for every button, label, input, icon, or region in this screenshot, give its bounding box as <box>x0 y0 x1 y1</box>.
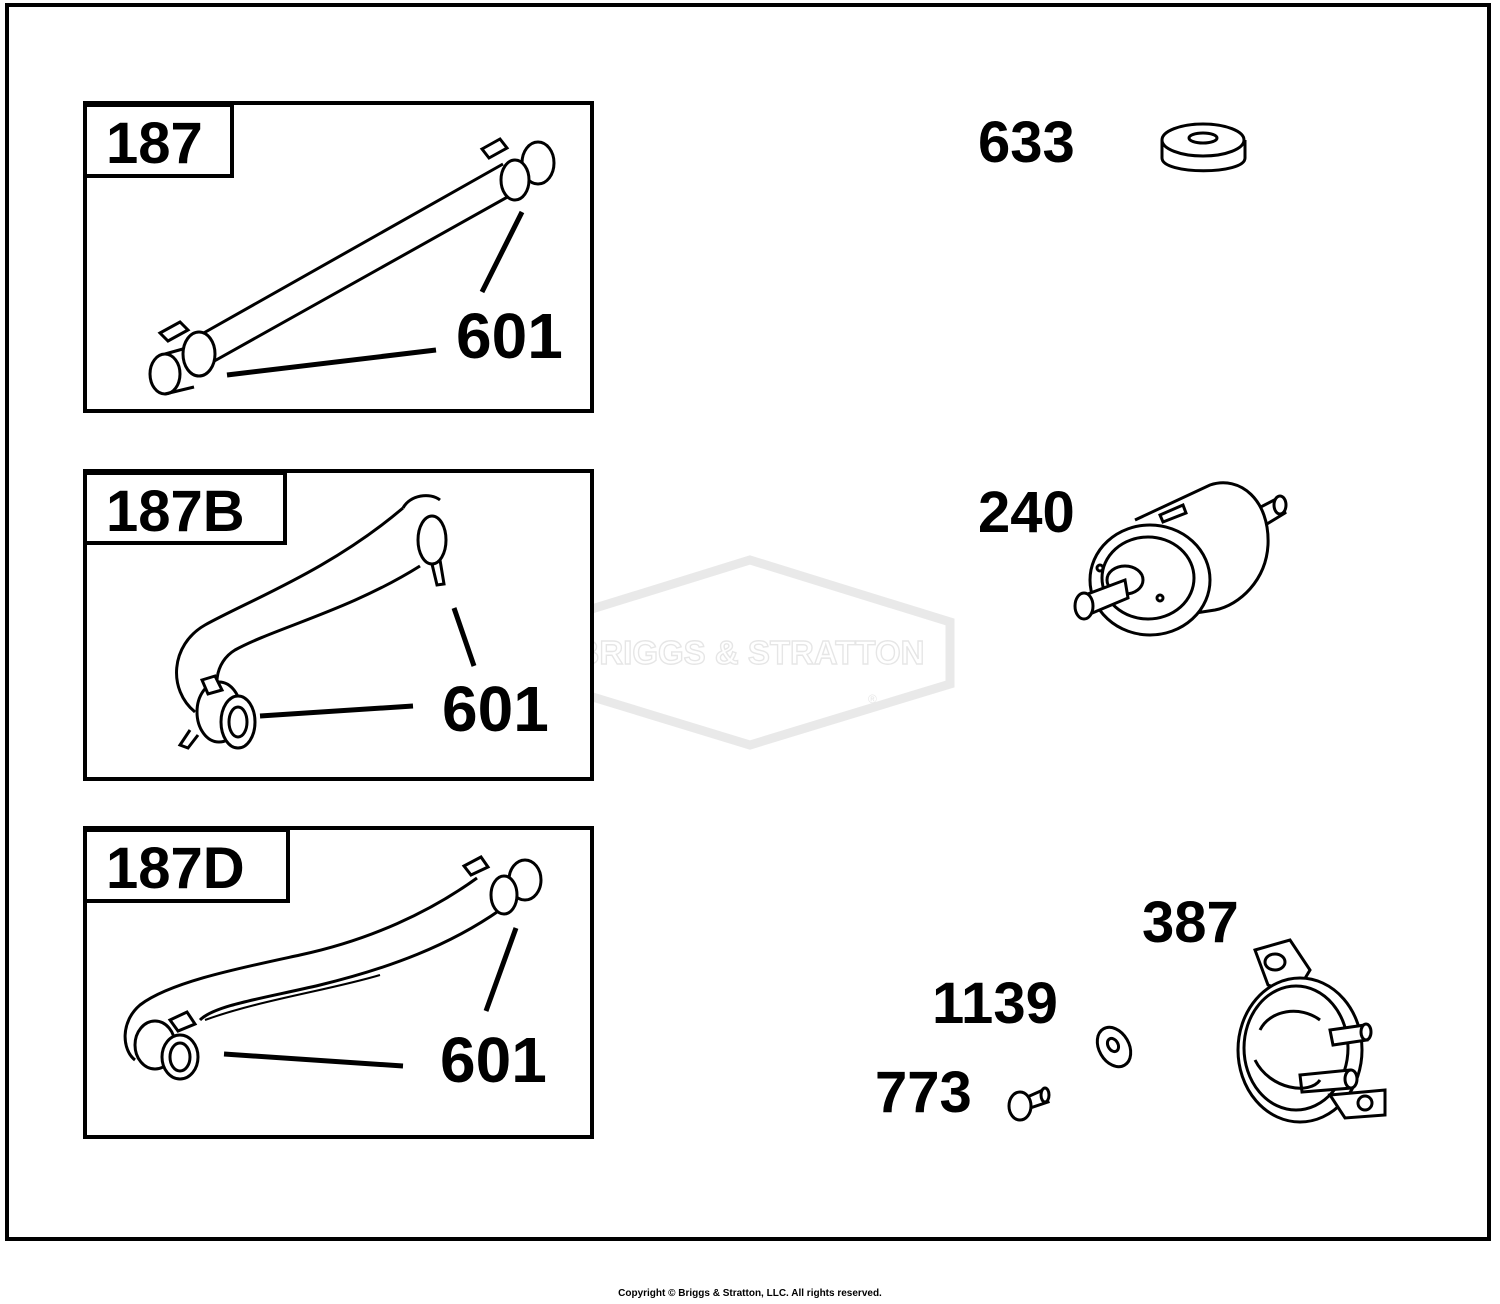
part-773: 773 <box>875 1060 1051 1125</box>
fuel-pump-icon <box>1236 938 1387 1124</box>
callout-leader-lines <box>226 210 525 378</box>
washer-icon <box>1095 1025 1133 1069</box>
copyright-notice: Copyright © Briggs & Stratton, LLC. All … <box>618 1288 882 1299</box>
watermark-text: BRIGGS & STRATTON <box>576 634 925 671</box>
part-1139: 1139 <box>932 971 1133 1069</box>
diagram-frame <box>5 3 1491 1241</box>
kit-187d-clamp-callout: 601 <box>440 1024 547 1096</box>
hose-curved-icon <box>123 855 543 1081</box>
part-633-label: 633 <box>978 110 1075 175</box>
part-1139-label: 1139 <box>932 971 1058 1036</box>
hose-straight-icon <box>148 137 556 396</box>
kit-187-clamp-callout: 601 <box>456 300 563 372</box>
callout-leader-lines <box>223 927 519 1069</box>
part-387: 387 <box>1142 890 1387 1124</box>
kit-187-label: 187 <box>106 111 203 176</box>
part-240-label: 240 <box>978 480 1075 545</box>
part-387-label: 387 <box>1142 890 1239 955</box>
part-633: 633 <box>978 110 1247 175</box>
kit-187b-clamp-callout: 601 <box>442 673 549 745</box>
spacer-icon <box>1160 122 1247 173</box>
watermark-registered-mark: ® <box>868 692 877 706</box>
screw-icon <box>1007 1086 1051 1122</box>
briggs-stratton-watermark: BRIGGS & STRATTON ® <box>545 555 955 750</box>
kit-187d-panel: 187D 601 <box>83 826 594 1139</box>
kit-187-panel: 187 601 <box>83 101 594 413</box>
kit-187b-label: 187B <box>106 479 245 544</box>
kit-187d-label: 187D <box>106 836 245 901</box>
part-773-label: 773 <box>875 1060 972 1125</box>
fuel-filter-icon <box>1073 481 1288 637</box>
callout-leader-lines <box>259 607 477 719</box>
part-240: 240 <box>978 480 1288 637</box>
kit-187b-panel: 187B 601 <box>83 469 594 781</box>
hose-bent-icon <box>175 494 448 750</box>
